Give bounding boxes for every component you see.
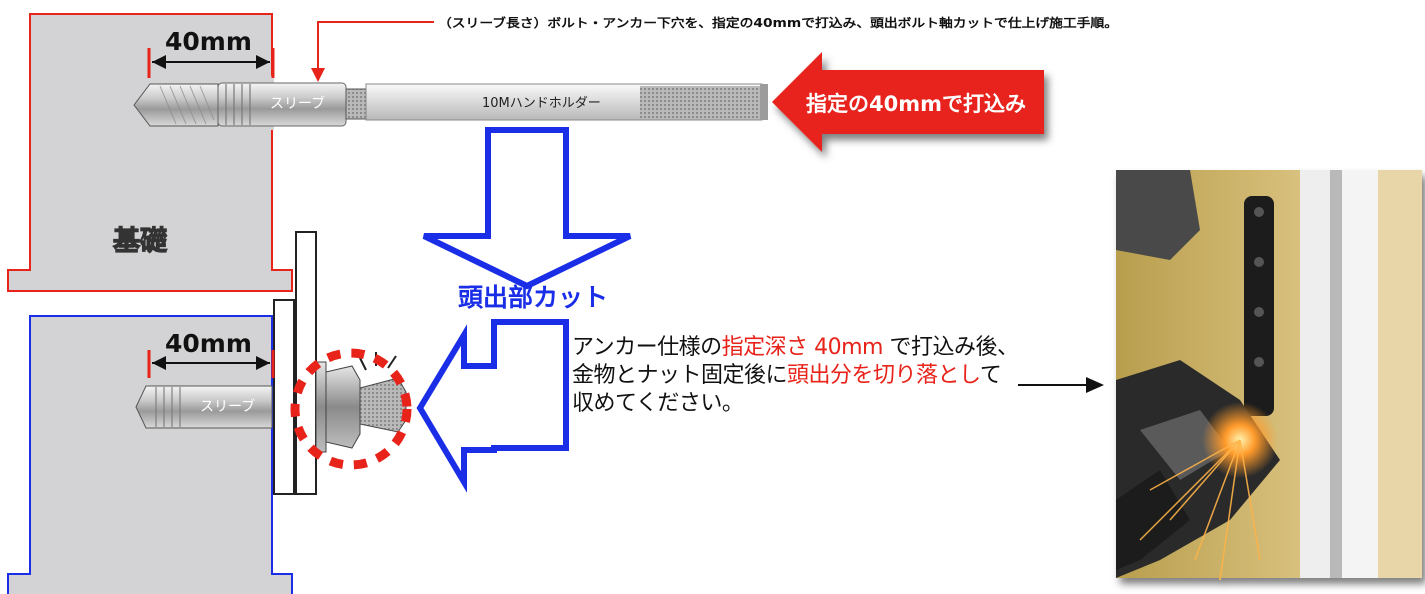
drive-in-label: 指定の40mmで打込み — [806, 92, 1026, 116]
bottom-anchor — [135, 385, 273, 429]
instruction-text: アンカー仕様の指定深さ 40mm で打込み後、 金物とナット固定後に頭出分を切り… — [572, 334, 1042, 418]
instruction-text-2c: て — [979, 363, 1002, 388]
top-anchor — [133, 82, 367, 127]
top-depth-label: 40mm — [165, 27, 252, 56]
caption-text: （スリーブ長さ）ボルト・アンカー下穴を、指定の40mmで打込み、頭出ボルト軸カッ… — [438, 15, 1118, 30]
left-arrow — [416, 319, 569, 493]
nut-bolt — [315, 352, 407, 453]
down-arrow — [422, 127, 632, 290]
instruction-text-2a: 金物とナット固定後に — [572, 363, 788, 388]
instruction-line-2: 金物とナット固定後に頭出分を切り落として — [572, 362, 1042, 390]
top-depth-indicator — [147, 48, 275, 78]
instruction-text-1a: アンカー仕様の — [572, 335, 722, 360]
instruction-highlight-depth: 指定深さ 40mm — [721, 335, 884, 360]
foundation-label: 基礎 — [113, 226, 167, 257]
instruction-highlight-cut: 頭出分を切り落とし — [787, 363, 980, 388]
bottom-sleeve-label: スリーブ — [200, 398, 255, 415]
instruction-text-1c: で打込み後、 — [882, 335, 1019, 360]
cut-target-ring — [290, 348, 412, 470]
holder-label: 10Mハンドホルダー — [482, 96, 601, 111]
hand-holder — [365, 83, 768, 121]
instruction-line-1: アンカー仕様の指定深さ 40mm で打込み後、 — [572, 334, 1042, 362]
bottom-depth-indicator — [147, 350, 275, 378]
drive-in-arrow — [772, 52, 1044, 152]
top-sleeve-label: スリーブ — [270, 95, 325, 112]
cut-label: 頭出部カット — [458, 283, 608, 312]
grinder-cutting-photo — [1116, 170, 1422, 581]
caption-leader — [311, 21, 434, 82]
bottom-depth-label: 40mm — [165, 329, 252, 358]
photo-pointer-arrow — [1018, 377, 1104, 393]
instruction-line-3: 収めてください。 — [572, 391, 744, 416]
